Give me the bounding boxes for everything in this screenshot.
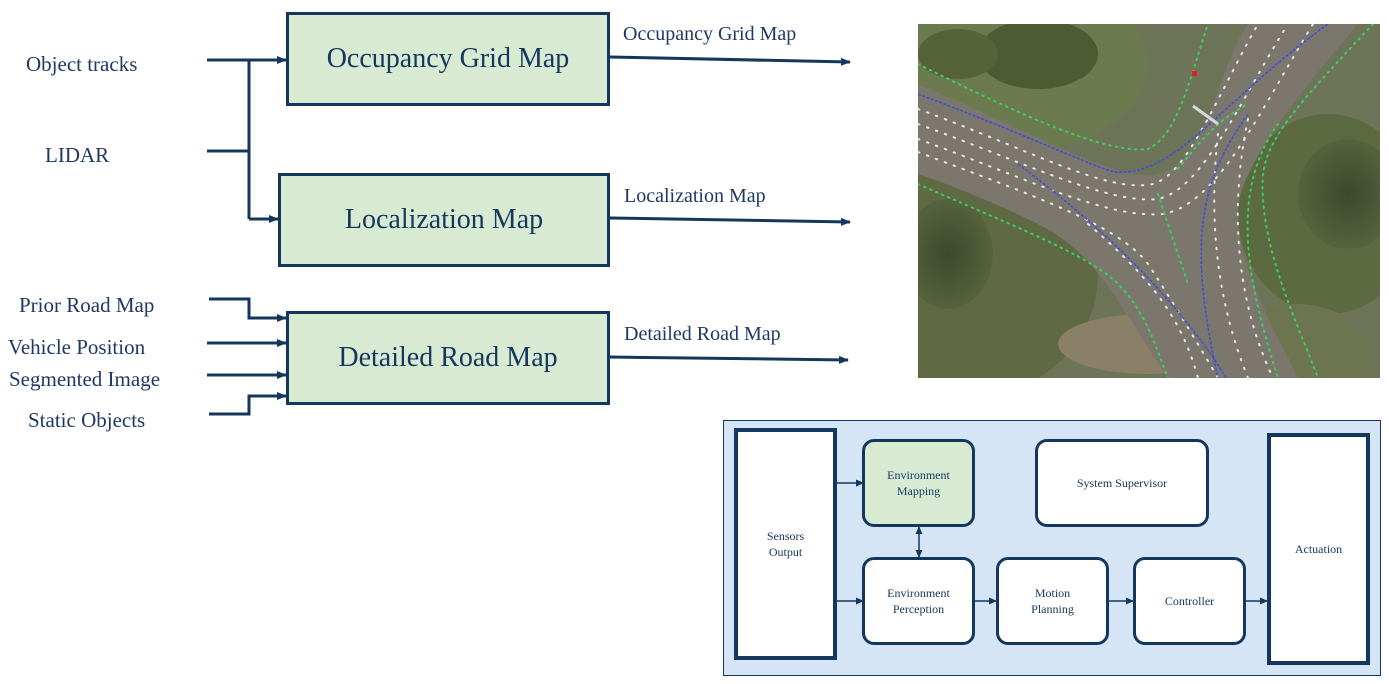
input-lidar: LIDAR (45, 143, 110, 167)
motion-planning-box: Motion Planning (996, 557, 1109, 645)
environment-perception-label: Environment Perception (887, 585, 950, 616)
detailed-road-map-box: Detailed Road Map (286, 311, 610, 405)
environment-perception-box: Environment Perception (862, 557, 975, 645)
input-object-tracks: Object tracks (26, 52, 138, 76)
system-supervisor-box: System Supervisor (1035, 439, 1209, 527)
input-vehicle-position: Vehicle Position (8, 335, 146, 359)
architecture-arrows (836, 479, 1268, 605)
controller-box: Controller (1133, 557, 1246, 645)
system-supervisor-label: System Supervisor (1076, 475, 1168, 490)
system-architecture-diagram: Sensors Output Environment Mapping Syste… (723, 420, 1381, 676)
input-static-objects: Static Objects (28, 408, 146, 432)
detailed-road-map-title: Detailed Road Map (338, 342, 558, 373)
motion-planning-label: Motion Planning (1031, 585, 1074, 616)
aerial-road-map-image (918, 24, 1380, 378)
occupancy-grid-map-title: Occupancy Grid Map (326, 43, 570, 74)
actuation-box: Actuation (1267, 433, 1370, 665)
sensors-output-label: Sensors Output (766, 528, 805, 559)
output-occupancy-grid-map: Occupancy Grid Map (623, 23, 797, 45)
input-prior-road-map: Prior Road Map (19, 293, 155, 317)
sensors-output-box: Sensors Output (734, 428, 837, 660)
occupancy-grid-map-box: Occupancy Grid Map (286, 12, 610, 106)
output-localization-map: Localization Map (624, 185, 766, 207)
actuation-label: Actuation (1294, 541, 1343, 556)
environment-mapping-label: Environment Mapping (887, 467, 950, 498)
input-segmented-image: Segmented Image (9, 367, 161, 391)
localization-map-box: Localization Map (278, 173, 610, 267)
output-detailed-road-map: Detailed Road Map (624, 323, 781, 345)
localization-map-title: Localization Map (344, 204, 544, 235)
controller-label: Controller (1164, 593, 1215, 608)
environment-mapping-box: Environment Mapping (862, 439, 975, 527)
